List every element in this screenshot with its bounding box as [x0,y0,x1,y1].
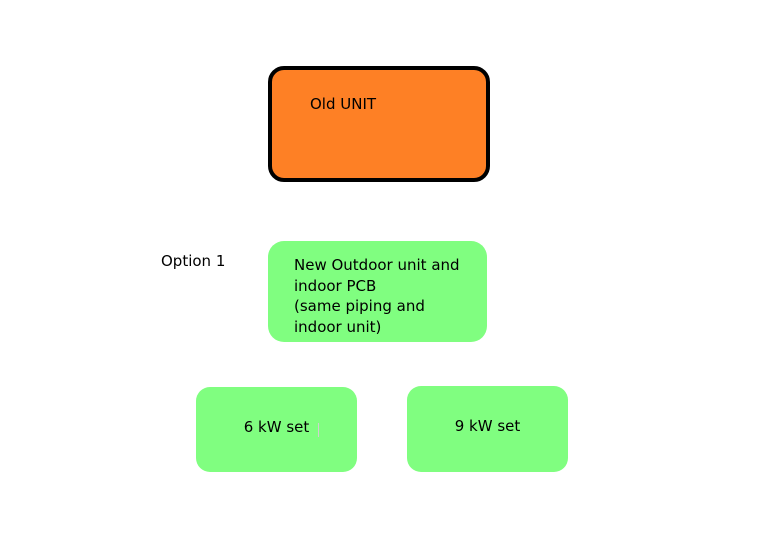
option-1-box-text: New Outdoor unit and indoor PCB (same pi… [294,255,479,337]
option-1-box-line: (same piping and [294,297,425,315]
old-unit-box: Old UNIT [268,66,490,182]
option-1-box-line: indoor PCB [294,276,377,295]
set-9kw-label: 9 kW set [454,417,521,435]
option-label: Option 1 [161,252,226,270]
set-9kw-box: 9 kW set [407,386,568,472]
set-6kw-label: 6 kW set [243,418,310,436]
option-1-box: New Outdoor unit and indoor PCB (same pi… [268,241,487,342]
option-1-box-line: indoor unit) [294,317,382,336]
text-cursor-mark [318,423,319,437]
set-6kw-box: 6 kW set [196,387,357,472]
option-1-box-line: New Outdoor unit and [294,256,460,274]
old-unit-label: Old UNIT [310,95,377,113]
